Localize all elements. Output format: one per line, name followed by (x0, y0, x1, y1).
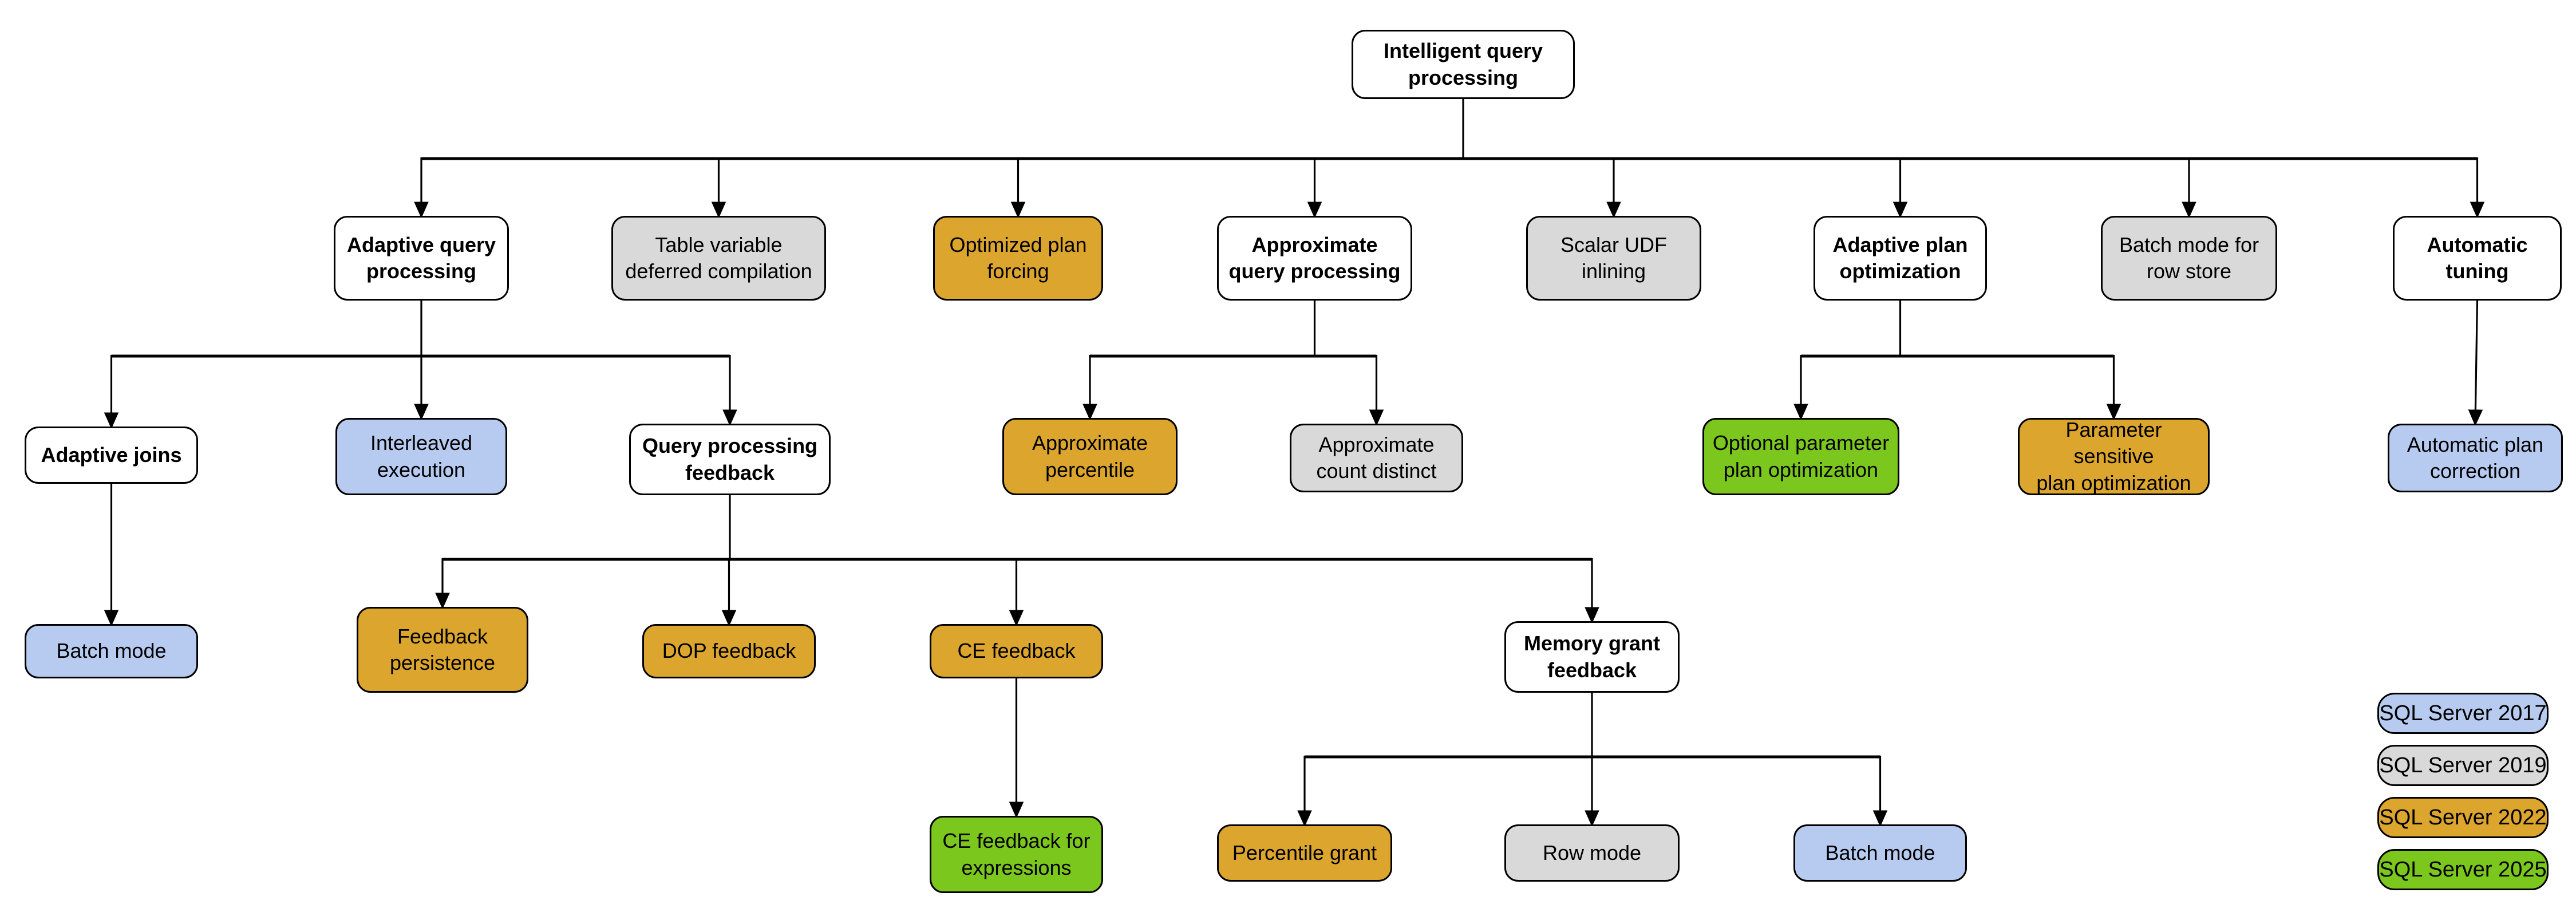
node-ce-feedback: CE feedback (930, 624, 1103, 678)
node-approximate-query-processing: Approximate query processing (1217, 216, 1412, 301)
node-percentile-grant: Percentile grant (1217, 824, 1392, 882)
node-batch-mode-for-row-store: Batch mode for row store (2101, 216, 2277, 301)
node-parameter-sensitive-plan-optimization: Parameter sensitive plan optimization (2018, 418, 2210, 495)
legend-item-2022: SQL Server 2022 (2377, 797, 2549, 838)
node-query-processing-feedback: Query processing feedback (629, 424, 831, 495)
node-intelligent-query-processing: Intelligent query processing (1352, 30, 1575, 99)
node-scalar-udf-inlining: Scalar UDF inlining (1526, 216, 1701, 301)
node-batch-mode-memory-grant: Batch mode (1793, 824, 1967, 882)
node-automatic-plan-correction: Automatic plan correction (2388, 424, 2563, 492)
node-adaptive-joins: Adaptive joins (25, 427, 198, 484)
node-optional-parameter-plan-optimization: Optional parameter plan optimization (1702, 418, 1899, 495)
legend-item-2017: SQL Server 2017 (2377, 693, 2549, 734)
node-ce-feedback-for-expressions: CE feedback for expressions (930, 816, 1103, 893)
legend-item-2019: SQL Server 2019 (2377, 745, 2549, 786)
node-memory-grant-feedback: Memory grant feedback (1504, 621, 1680, 693)
node-adaptive-plan-optimization: Adaptive plan optimization (1814, 216, 1987, 301)
node-interleaved-execution: Interleaved execution (335, 418, 507, 495)
node-adaptive-query-processing: Adaptive query processing (334, 216, 509, 301)
node-table-variable-deferred-compilation: Table variable deferred compilation (611, 216, 826, 301)
node-feedback-persistence: Feedback persistence (357, 607, 528, 693)
node-row-mode: Row mode (1504, 824, 1680, 882)
legend-item-2025: SQL Server 2025 (2377, 849, 2549, 890)
node-optimized-plan-forcing: Optimized plan forcing (933, 216, 1103, 301)
node-batch-mode-adaptive-joins: Batch mode (25, 624, 198, 678)
node-dop-feedback: DOP feedback (642, 624, 816, 678)
node-approximate-count-distinct: Approximate count distinct (1290, 424, 1463, 492)
node-automatic-tuning: Automatic tuning (2393, 216, 2562, 301)
node-approximate-percentile: Approximate percentile (1002, 418, 1178, 495)
